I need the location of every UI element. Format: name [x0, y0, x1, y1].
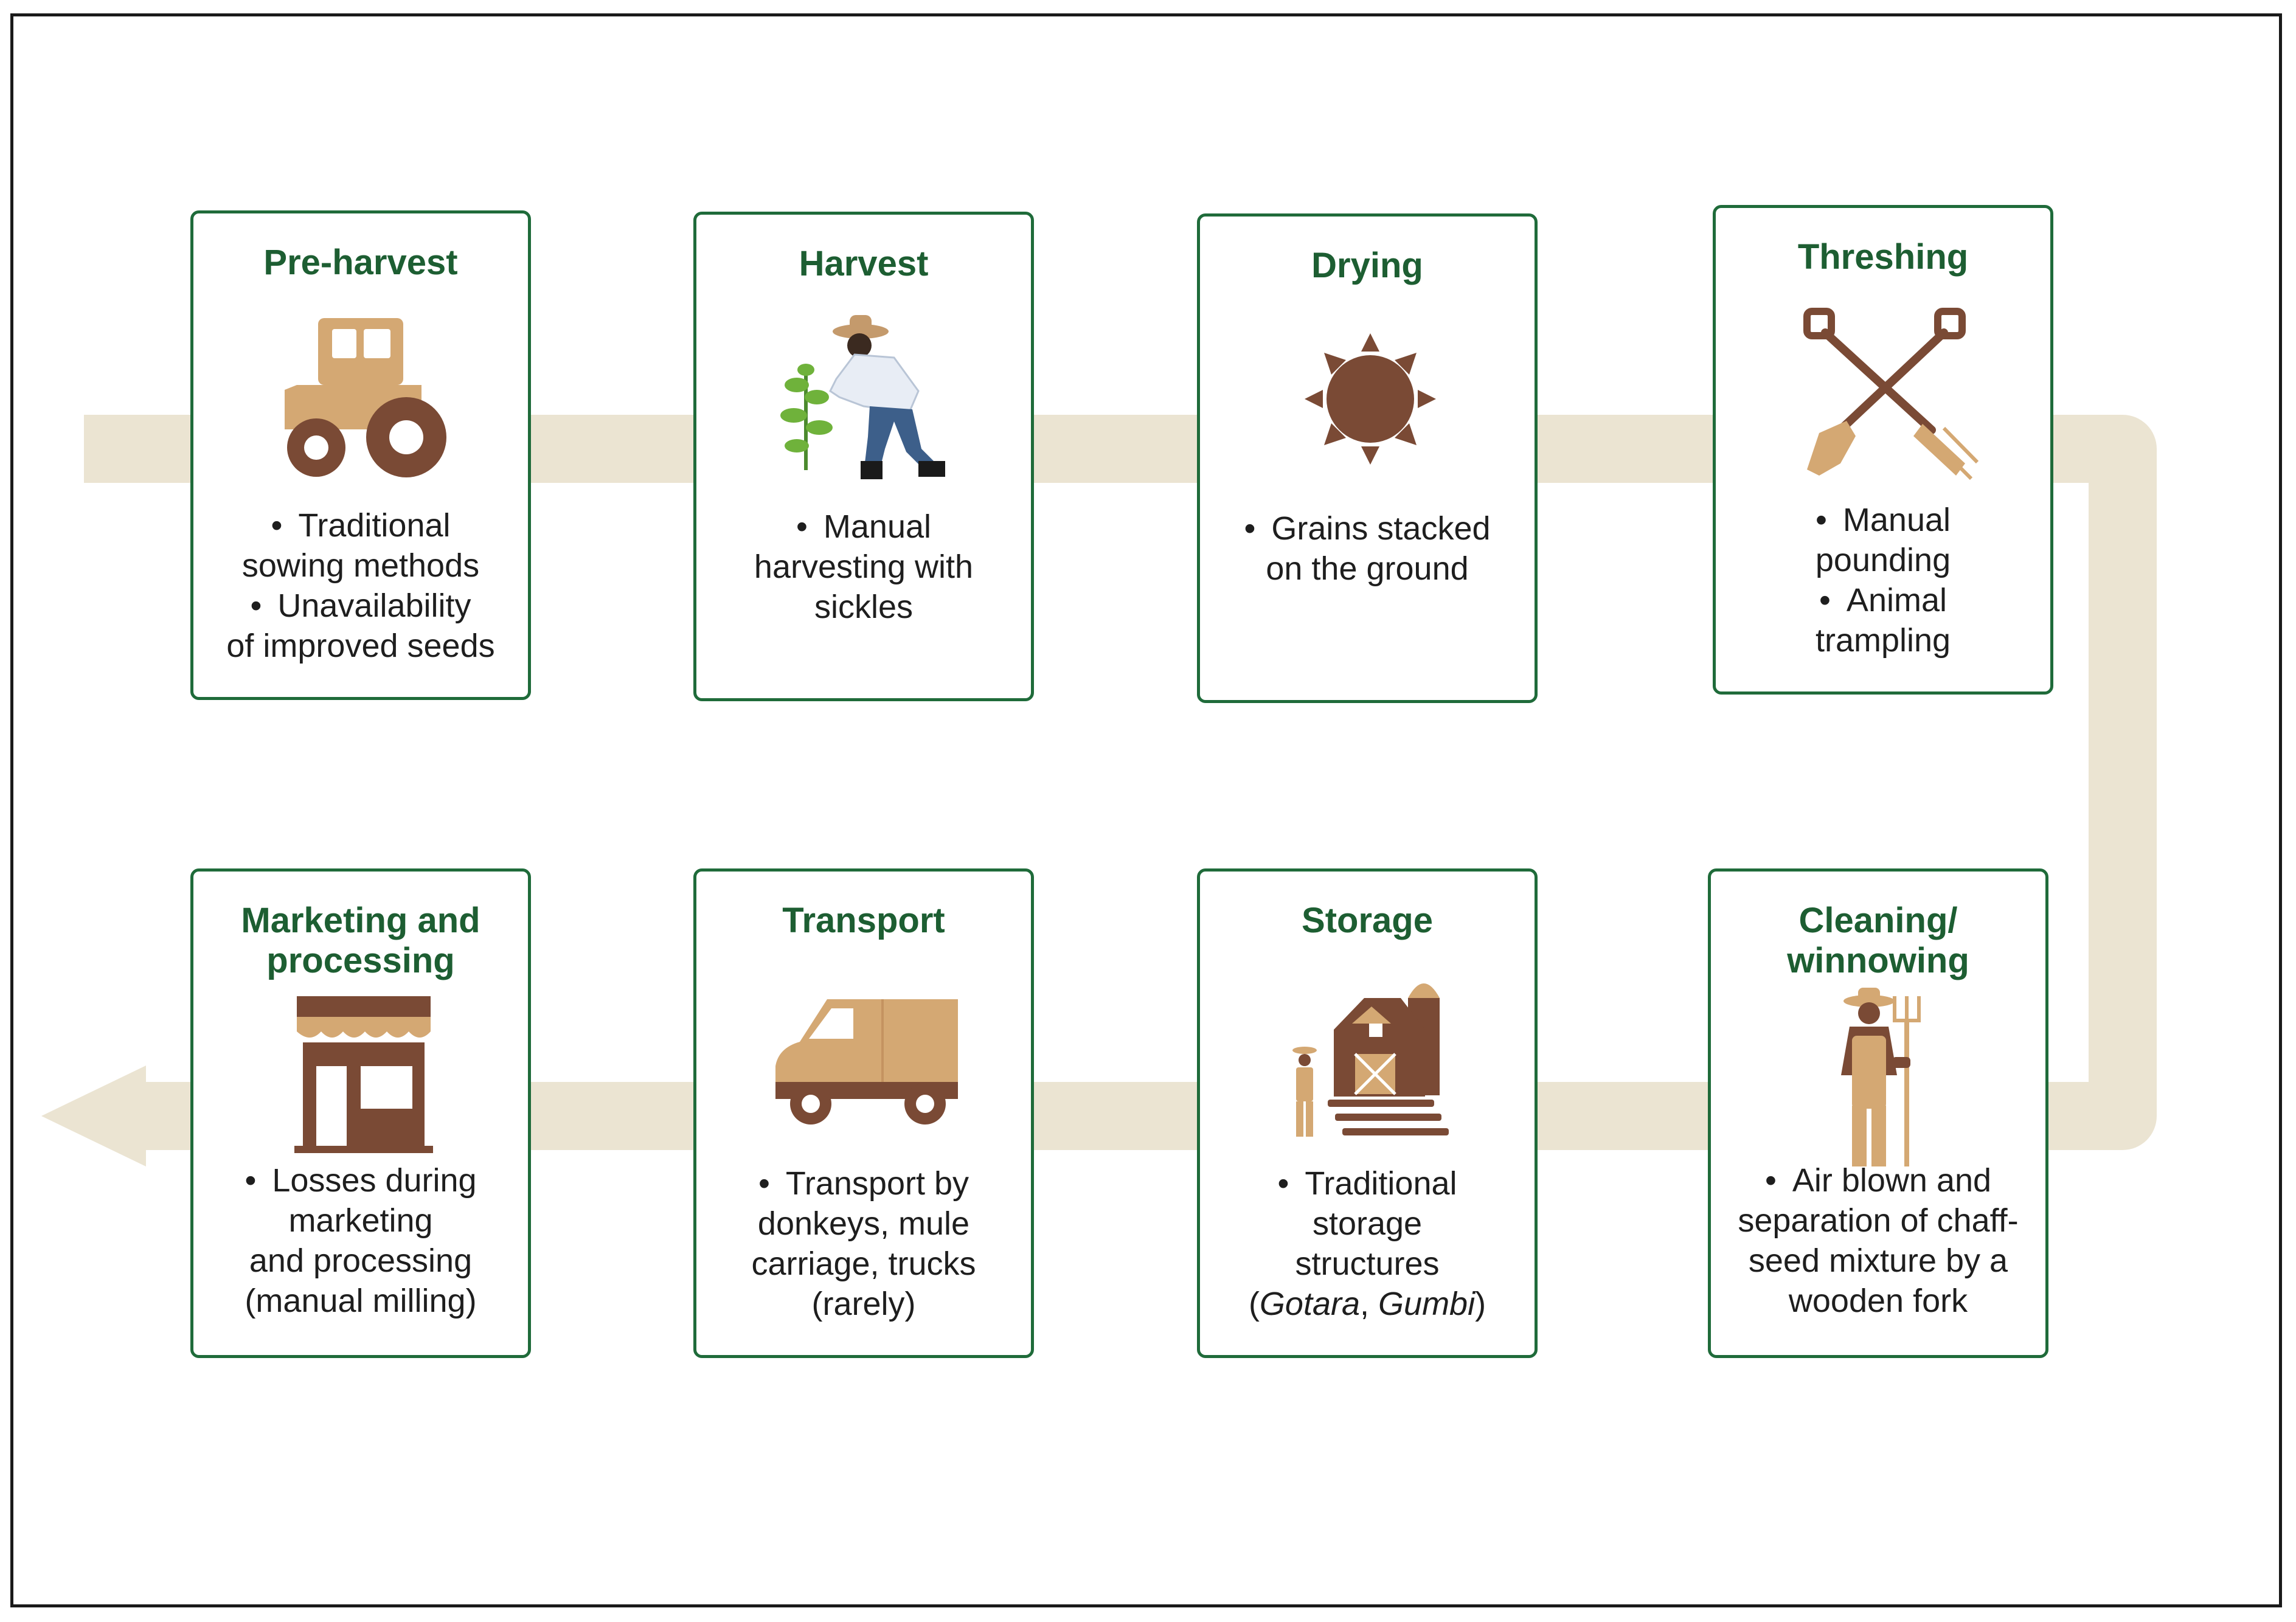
bullet-item: Traditional sowing methods [209, 505, 512, 586]
stage-bullets: Manual harvesting with sickles [712, 507, 1015, 627]
bullet-item: Manual harvesting with sickles [712, 507, 1015, 627]
stage-bullets: Traditional sowing methods Unavailabilit… [209, 505, 512, 666]
flow-arrowhead [41, 1066, 146, 1166]
barn-silo-icon [1267, 963, 1474, 1151]
stage-bullets: Manual pounding Animal trampling [1732, 500, 2034, 660]
stage-title: Transport [782, 901, 945, 940]
stage-card-threshing: Threshing Manual pounding Animal trampli… [1713, 205, 2053, 695]
bullet-item: Air blown and separation of chaff- seed … [1727, 1160, 2030, 1321]
stage-bullets: Grains stacked on the ground [1216, 508, 1519, 589]
farmer-harvesting-icon [763, 306, 970, 494]
stage-card-pre-harvest: Pre-harvest Traditional sowing methods U… [190, 210, 531, 700]
stage-title: Pre-harvest [263, 243, 458, 282]
bullet-item: Unavailability of improved seeds [209, 586, 512, 666]
stage-bullets: Traditional storage structures (Gotara, … [1216, 1163, 1519, 1324]
stage-card-storage: Storage Traditional storage structures (… [1197, 868, 1538, 1358]
bullet-item: Manual pounding [1732, 500, 2034, 580]
local-terms-note: (Gotara, Gumbi) [1248, 1286, 1486, 1322]
stage-title: Drying [1311, 246, 1423, 285]
shovel-pitchfork-icon [1783, 299, 1989, 488]
local-term: Gumbi [1378, 1286, 1476, 1322]
stage-bullets: Air blown and separation of chaff- seed … [1727, 1160, 2030, 1321]
stage-card-cleaning-winnowing: Cleaning/ winnowing Air blown and separa… [1708, 868, 2048, 1358]
local-term: Gotara [1259, 1286, 1361, 1322]
sun-icon [1267, 308, 1474, 496]
bullet-item: Losses during marketing and processing (… [209, 1160, 512, 1321]
stage-card-marketing-processing: Marketing and processing Losses during m… [190, 868, 531, 1358]
stage-title: Harvest [799, 244, 929, 283]
stage-card-drying: Drying Grains stacked on the ground [1197, 213, 1538, 703]
stage-bullets: Transport by donkeys, mule carriage, tru… [712, 1163, 1015, 1324]
stage-title: Threshing [1797, 237, 1969, 277]
stage-title: Storage [1302, 901, 1433, 940]
tractor-icon [260, 305, 467, 493]
bullet-item: Transport by donkeys, mule carriage, tru… [712, 1163, 1015, 1324]
farmer-with-fork-icon [1778, 984, 1985, 1173]
stage-title: Marketing and processing [241, 901, 480, 980]
shop-icon [260, 984, 467, 1173]
bullet-item: Animal trampling [1732, 580, 2034, 660]
delivery-van-icon [763, 963, 970, 1151]
stage-title: Cleaning/ winnowing [1787, 901, 1969, 980]
stage-bullets: Losses during marketing and processing (… [209, 1160, 512, 1321]
stage-card-transport: Transport Transport by donkeys, mule car… [693, 868, 1034, 1358]
bullet-item: Grains stacked on the ground [1216, 508, 1519, 589]
bullet-item: Traditional storage structures (Gotara, … [1216, 1163, 1519, 1324]
bullet-text: Traditional storage structures [1295, 1165, 1457, 1282]
stage-card-harvest: Harvest Manual harvesting with sickles [693, 212, 1034, 701]
